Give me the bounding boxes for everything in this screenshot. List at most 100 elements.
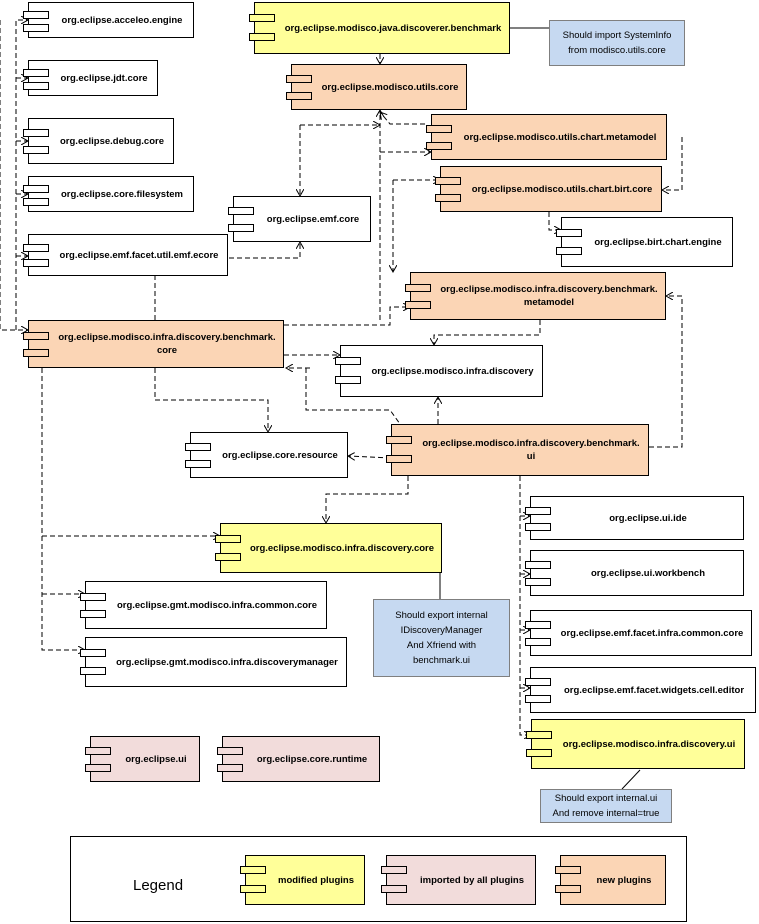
dependency-edge [15, 20, 28, 330]
component-label: org.eclipse.modisco.infra.discovery.benc… [422, 438, 640, 462]
dependency-edge [662, 137, 683, 190]
component-label: org.eclipse.ui.workbench [590, 567, 706, 579]
legend-item-label: modified plugins [278, 874, 354, 886]
component-label: org.eclipse.modisco.infra.discovery [371, 365, 534, 377]
component-gmtcommon[interactable]: org.eclipse.gmt.modisco.infra.common.cor… [80, 581, 327, 629]
component-tab-icon [526, 731, 552, 739]
component-emfcore[interactable]: org.eclipse.emf.core [228, 196, 371, 242]
component-tab-icon [80, 667, 106, 675]
component-discoverycore[interactable]: org.eclipse.modisco.infra.discovery.core [215, 523, 442, 573]
component-acceleo[interactable]: org.eclipse.acceleo.engine [23, 2, 194, 38]
component-tab-icon [23, 349, 49, 357]
component-tab-icon [185, 443, 211, 451]
dependency-edge [649, 296, 683, 448]
component-benchcore[interactable]: org.eclipse.modisco.infra.discovery.benc… [23, 320, 284, 368]
component-tab-icon [240, 885, 266, 893]
component-facetcommon[interactable]: org.eclipse.emf.facet.infra.common.core [525, 610, 752, 656]
component-debugcore[interactable]: org.eclipse.debug.core [23, 118, 174, 164]
component-infradisc[interactable]: org.eclipse.modisco.infra.discovery [335, 345, 543, 397]
legend-item-orange: new plugins [555, 855, 666, 905]
component-facetwidgets[interactable]: org.eclipse.emf.facet.widgets.cell.edito… [525, 667, 756, 713]
component-tab-icon [525, 638, 551, 646]
component-tab-icon [23, 244, 49, 252]
component-tab-icon [80, 610, 106, 618]
component-label: org.eclipse.gmt.modisco.infra.common.cor… [116, 599, 318, 611]
component-tab-icon [525, 578, 551, 586]
component-filesystem[interactable]: org.eclipse.core.filesystem [23, 176, 194, 212]
component-tab-icon [23, 69, 49, 77]
component-uiide[interactable]: org.eclipse.ui.ide [525, 496, 744, 540]
component-tab-icon [80, 649, 106, 657]
component-discoveryui[interactable]: org.eclipse.modisco.infra.discovery.ui [526, 719, 745, 769]
component-tab-icon [435, 194, 461, 202]
component-jdtcore[interactable]: org.eclipse.jdt.core [23, 60, 158, 96]
component-tab-icon [335, 376, 361, 384]
component-tab-icon [228, 207, 254, 215]
component-label: org.eclipse.birt.chart.engine [594, 236, 722, 248]
component-tab-icon [525, 695, 551, 703]
legend-title: Legend [133, 877, 184, 894]
component-tab-icon [286, 92, 312, 100]
component-uiwb[interactable]: org.eclipse.ui.workbench [525, 550, 744, 596]
component-label: org.eclipse.jdt.core [60, 72, 148, 84]
component-tab-icon [217, 747, 243, 755]
component-tab-icon [381, 866, 407, 874]
component-label: org.eclipse.modisco.infra.discovery.core [249, 542, 435, 554]
component-tab-icon [23, 198, 49, 206]
component-tab-icon [215, 535, 241, 543]
component-chartbirt[interactable]: org.eclipse.modisco.utils.chart.birt.cor… [435, 166, 662, 212]
component-label: org.eclipse.modisco.infra.discovery.benc… [440, 284, 658, 308]
dependency-edge [348, 456, 392, 458]
component-tab-icon [405, 284, 431, 292]
component-coreres[interactable]: org.eclipse.core.resource [185, 432, 348, 478]
component-tab-icon [405, 301, 431, 309]
component-label: org.eclipse.emf.facet.util.emf.ecore [59, 249, 219, 261]
component-label: org.eclipse.emf.facet.widgets.cell.edito… [563, 684, 745, 696]
component-gmtdm[interactable]: org.eclipse.gmt.modisco.infra.discoverym… [80, 637, 347, 687]
component-label: org.eclipse.emf.facet.infra.common.core [560, 627, 744, 639]
component-label: org.eclipse.core.filesystem [61, 188, 183, 200]
component-label: org.eclipse.core.runtime [256, 753, 368, 765]
component-label: org.eclipse.emf.core [266, 213, 360, 225]
component-birtengine[interactable]: org.eclipse.birt.chart.engine [556, 217, 733, 267]
component-tab-icon [23, 259, 49, 267]
component-label: org.eclipse.modisco.java.discoverer.benc… [284, 22, 502, 34]
component-coreruntime[interactable]: org.eclipse.core.runtime [217, 736, 380, 782]
component-tab-icon [525, 523, 551, 531]
component-tab-icon [386, 455, 412, 463]
component-tab-icon [240, 866, 266, 874]
component-label: org.eclipse.gmt.modisco.infra.discoverym… [116, 656, 338, 668]
dependency-edge [434, 320, 541, 345]
component-tab-icon [249, 33, 275, 41]
component-label: org.eclipse.modisco.utils.core [321, 81, 459, 93]
component-chartmeta[interactable]: org.eclipse.modisco.utils.chart.metamode… [426, 114, 667, 160]
dependency-edge [0, 20, 28, 330]
component-tab-icon [335, 357, 361, 365]
component-tab-icon [23, 146, 49, 154]
component-tab-icon [381, 885, 407, 893]
component-tab-icon [23, 185, 49, 193]
component-javabench[interactable]: org.eclipse.modisco.java.discoverer.benc… [249, 2, 510, 54]
component-tab-icon [525, 678, 551, 686]
component-facetemf[interactable]: org.eclipse.emf.facet.util.emf.ecore [23, 234, 228, 276]
component-tab-icon [23, 332, 49, 340]
dependency-edge [41, 536, 85, 650]
component-label: org.eclipse.modisco.infra.discovery.benc… [58, 332, 276, 356]
component-tab-icon [526, 749, 552, 757]
component-tab-icon [525, 621, 551, 629]
dependency-edge [284, 307, 410, 326]
component-benchmeta[interactable]: org.eclipse.modisco.infra.discovery.benc… [405, 272, 666, 320]
component-utilscore[interactable]: org.eclipse.modisco.utils.core [286, 64, 467, 110]
component-tab-icon [23, 82, 49, 90]
component-label: org.eclipse.ui [125, 753, 187, 765]
component-benchui[interactable]: org.eclipse.modisco.infra.discovery.benc… [386, 424, 649, 476]
component-tab-icon [556, 247, 582, 255]
component-tab-icon [556, 229, 582, 237]
dependency-edge [380, 112, 425, 125]
component-eclipseui[interactable]: org.eclipse.ui [85, 736, 200, 782]
legend-item-yellow: modified plugins [240, 855, 365, 905]
component-tab-icon [23, 24, 49, 32]
note-connector [621, 769, 641, 790]
